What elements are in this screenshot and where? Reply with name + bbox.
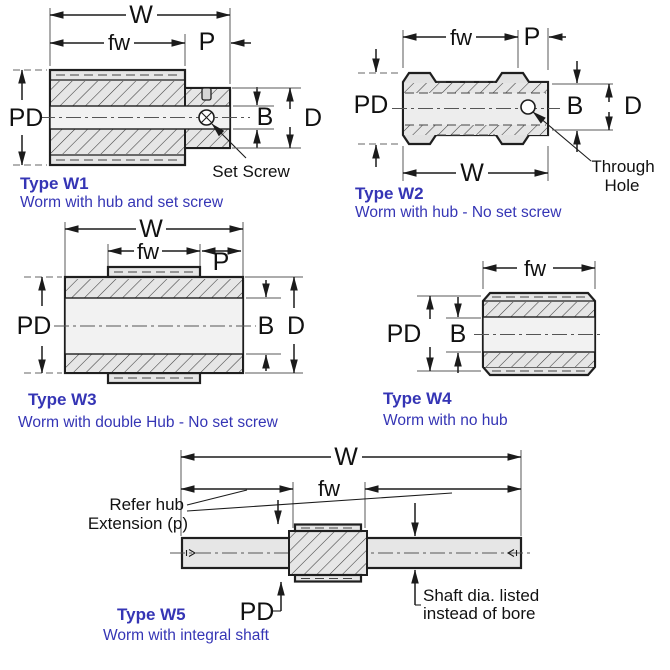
w2-through-hole-note-line2: Hole — [605, 176, 640, 195]
w4-pd-label: PD — [387, 320, 422, 348]
w1-hub-projection-label: P — [199, 28, 216, 56]
w1-width-label: W — [129, 1, 153, 29]
w5-left-center-drill — [188, 549, 197, 557]
w2-facewidth-dimension: fw P — [402, 23, 566, 51]
w5-worm-section — [288, 523, 368, 583]
w3-hub-projection-label: P — [213, 248, 230, 276]
w5-bottom-collar — [293, 573, 363, 583]
w4-title: Type W4 — [383, 389, 452, 408]
w3-width-dimension: W — [64, 215, 244, 243]
w5-refer-hub-note-line1: Refer hub — [109, 495, 184, 514]
w3-width-label: W — [139, 215, 163, 243]
w5-title: Type W5 — [117, 605, 186, 624]
w4-description: Worm with no hub — [383, 412, 508, 429]
w5-description: Worm with integral shaft — [103, 627, 270, 644]
w3-worm-body — [54, 265, 256, 385]
w1-set-screw-note: Set Screw — [212, 162, 290, 181]
w5-worm-threads — [288, 530, 368, 576]
w1-facewidth-dimension: fw P — [49, 28, 251, 56]
w5-facewidth-dimension: fw — [180, 476, 522, 501]
w2-bore-dimension: B — [552, 61, 613, 152]
w1-pd-label: PD — [9, 104, 44, 132]
w2-pd-dimension: PD — [354, 49, 399, 167]
type-w3-diagram: W fw P PD — [17, 215, 305, 431]
w1-description: Worm with hub and set screw — [20, 194, 224, 211]
w1-bore-dimension: B — [233, 87, 274, 148]
w4-pd-dimension: PD — [387, 295, 481, 372]
w5-right-center-drill — [506, 549, 515, 557]
w4-bore-dimension: B — [446, 297, 481, 373]
w2-facewidth-label: fw — [450, 25, 472, 50]
w1-set-screw-slot — [201, 87, 212, 101]
w2-width-label: W — [460, 159, 484, 187]
type-w4-diagram: fw PD B Type W4 Worm with — [383, 256, 604, 429]
w1-set-screw: Set Screw — [198, 87, 290, 181]
w2-title: Type W2 — [355, 184, 424, 203]
w2-through-hole-note-line1: Through — [591, 157, 654, 176]
w5-pd-dimension: PD — [240, 500, 285, 626]
w5-shaft-diameter-annotation: Shaft dia. listed instead of bore — [411, 503, 539, 623]
w5-facewidth-label: fw — [318, 476, 340, 501]
w3-bore-dimension: B — [246, 280, 281, 371]
w2-bore-label: B — [567, 92, 584, 120]
w1-hub-diameter-dimension: D — [232, 87, 322, 149]
w4-facewidth-dimension: fw — [482, 256, 596, 281]
w5-width-label: W — [334, 443, 358, 471]
w2-pd-label: PD — [354, 91, 389, 119]
w1-hub-diameter-label: D — [304, 104, 322, 132]
w3-pd-label: PD — [17, 312, 52, 340]
w1-set-screw-leader — [211, 123, 247, 159]
w2-through-hole-leader — [532, 111, 592, 162]
w4-worm-body — [474, 291, 604, 377]
w2-worm-body — [392, 71, 592, 162]
w2-hub-diameter-label: D — [624, 92, 642, 120]
w5-top-collar — [293, 523, 363, 533]
type-w1-diagram: W fw P Set S — [9, 1, 322, 211]
w4-bore-label: B — [450, 320, 467, 348]
w5-refer-hub-note-line2: Extension (p) — [88, 514, 188, 533]
w3-outer-diameter-label: D — [287, 312, 305, 340]
w2-hub-diameter-dimension: D — [605, 83, 642, 131]
w5-pd-label: PD — [240, 598, 275, 626]
w3-bore-label: B — [258, 312, 275, 340]
w3-outer-diameter-dimension: D — [245, 276, 305, 374]
w1-width-dimension: W — [49, 1, 231, 29]
type-w5-diagram: W fw Refer hub Extension (p) — [88, 443, 539, 644]
w3-facewidth-dimension: fw P — [107, 239, 242, 276]
w2-through-hole-circle — [520, 99, 536, 115]
w5-width-dimension: W — [180, 443, 522, 471]
w1-pd-dimension: PD — [9, 69, 47, 166]
w3-description: Worm with double Hub - No set screw — [18, 414, 279, 431]
w4-facewidth-label: fw — [524, 256, 546, 281]
w5-refer-hub-annotation: Refer hub Extension (p) — [88, 489, 453, 533]
w5-shaft-note-line1: Shaft dia. listed — [423, 586, 539, 605]
w2-width-dimension: W — [402, 159, 549, 187]
w1-facewidth-label: fw — [108, 30, 130, 55]
w2-hub-projection-label: P — [524, 23, 541, 51]
w2-description: Worm with hub - No set screw — [355, 204, 562, 221]
w5-shaft-note-line2: instead of bore — [423, 604, 535, 623]
w1-title: Type W1 — [20, 174, 89, 193]
type-w2-diagram: fw P PD B — [354, 23, 655, 221]
w3-pd-dimension: PD — [17, 276, 62, 374]
w1-bore-label: B — [257, 103, 274, 131]
w3-facewidth-label: fw — [137, 239, 159, 264]
w1-worm-body — [40, 68, 250, 167]
w3-title: Type W3 — [28, 390, 97, 409]
